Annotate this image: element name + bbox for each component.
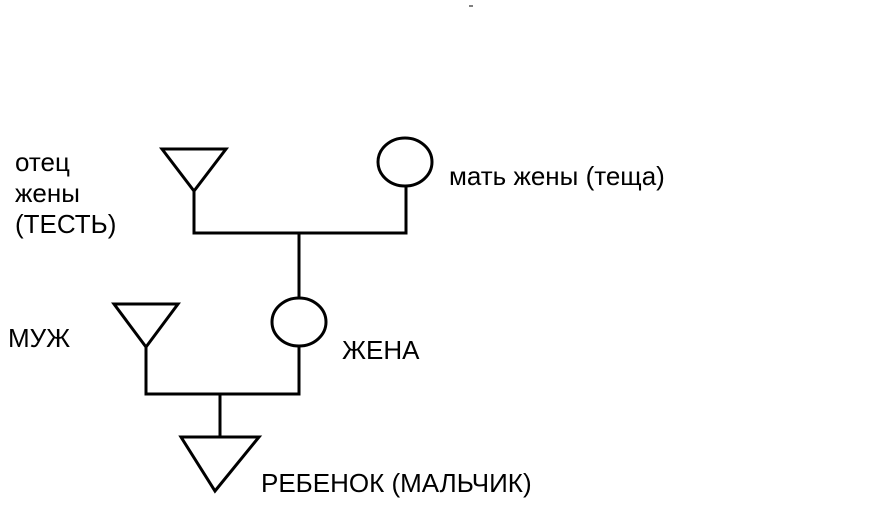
marriage-line [144, 346, 301, 396]
wife-father-symbol [158, 147, 230, 194]
child-label: РЕБЕНОК (МАЛЬЧИК) [261, 468, 532, 498]
wife-mother-label: мать жены (теща) [449, 161, 665, 191]
wife-father-label-line-2: жены [15, 178, 80, 208]
wife-symbol [270, 296, 328, 348]
wife-label: ЖЕНА [342, 335, 420, 365]
wife-father-label: отец жены (ТЕСТЬ) [15, 147, 116, 240]
husband-symbol [111, 302, 181, 350]
wife-father-label-line-3: (ТЕСТЬ) [15, 209, 117, 239]
parents-couple-line [192, 186, 408, 235]
child-symbol [178, 435, 263, 494]
wife-father-label-line-1: отец [15, 147, 70, 177]
husband-label: МУЖ [8, 323, 71, 353]
wife-mother-symbol [376, 136, 434, 188]
